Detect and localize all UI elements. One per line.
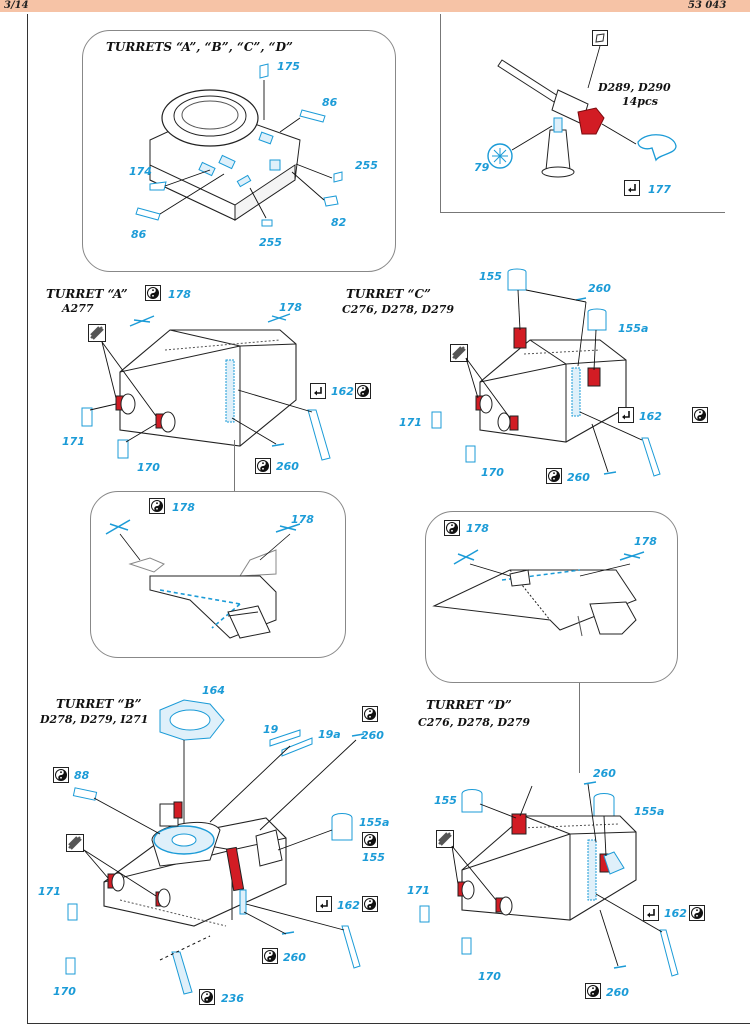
decal-sheet-icon [592,30,608,46]
turret-a-detail-connector [234,440,235,492]
turret-d-part-171: 171 [407,884,430,897]
gun-panel-divider-bottom [440,212,725,213]
part-175: 175 [277,60,300,73]
turret-b-part-88: 88 [74,769,90,782]
yin-yang-icon [149,498,165,514]
all-turrets-panel [82,30,396,272]
yin-yang-icon [444,520,460,536]
part-177: 177 [648,183,671,196]
turret-d-drawing [419,781,679,977]
turret-a-title: TURRET “A” [46,287,128,301]
turret-c-detail-178b: 178 [634,535,657,548]
bend-arrow-icon [316,896,332,912]
turret-b-part-236: 236 [221,992,244,1005]
yin-yang-icon [692,407,708,423]
turret-b-part-164: 164 [202,684,225,697]
page-number: 3/14 [4,0,29,11]
set-code: 53 043 [688,0,727,11]
turret-c-detail-drawing [432,549,645,637]
all-turrets-title: TURRETS “A”, “B”, “C”, “D” [106,40,293,54]
turret-a-part-162: 162 [331,385,354,398]
turret-a-drawing [81,313,331,461]
part-255: 255 [355,159,378,172]
part-86: 86 [322,96,338,109]
turret-b-drawing [65,699,365,995]
turret-c-detail-connector [579,683,580,773]
turret-a-detail-drawing [105,519,301,639]
yin-yang-icon [355,383,371,399]
turret-a-sub: A277 [62,302,94,315]
turret-a-part-260: 260 [276,460,299,473]
bend-arrow-icon [618,407,634,423]
part-82: 82 [331,216,347,229]
turret-a-part-171: 171 [62,435,85,448]
turret-a-detail-178b: 178 [291,513,314,526]
turret-d-part-260: 260 [593,767,616,780]
yin-yang-icon [585,983,601,999]
turret-c-part-170: 170 [481,466,504,479]
gun-drawing [487,30,677,196]
gun-panel-divider [440,14,441,212]
header-banner [0,0,750,12]
turret-c-title: TURRET “C” [346,287,431,301]
yin-yang-icon [689,905,705,921]
turret-d-part-260b: 260 [606,986,629,999]
turret-d-title: TURRET “D” [426,698,512,712]
turret-b-part-260: 260 [361,729,384,742]
all-turrets-drawing [135,63,343,227]
turret-b-part-170: 170 [53,985,76,998]
part-174: 174 [129,165,152,178]
turret-a-detail-panel [90,491,346,658]
turret-d-sub: C276, D278, D279 [418,716,531,729]
yin-yang-icon [255,458,271,474]
turret-b-title: TURRET “B” [56,697,142,711]
turret-a-part-178b: 178 [279,301,302,314]
part-255b: 255 [259,236,282,249]
turret-c-part-260b: 260 [567,471,590,484]
turret-b-sub: D278, D279, I271 [40,713,149,726]
yin-yang-icon [362,896,378,912]
part-79: 79 [474,161,490,174]
turret-a-part-178: 178 [168,288,191,301]
yin-yang-icon [546,468,562,484]
turret-d-part-155a: 155a [634,805,665,818]
turret-b-part-155a: 155a [359,816,390,829]
turret-c-part-260: 260 [588,282,611,295]
turret-b-part-171: 171 [38,885,61,898]
bend-arrow-icon [643,905,659,921]
etch-sheet-icon [66,834,84,852]
yin-yang-icon [199,989,215,1005]
turret-b-part-155: 155 [362,851,385,864]
etch-sheet-icon [450,344,468,362]
turret-c-drawing [431,268,661,477]
turret-b-part-162: 162 [337,899,360,912]
turret-c-part-171: 171 [399,416,422,429]
turret-c-sub: C276, D278, D279 [342,303,455,316]
turret-c-detail-panel [425,511,678,683]
etch-sheet-icon [436,830,454,848]
turret-c-part-162: 162 [639,410,662,423]
bend-arrow-icon [310,383,326,399]
turret-a-detail-178: 178 [172,501,195,514]
bend-arrow-icon [624,180,640,196]
turret-d-part-162: 162 [664,907,687,920]
turret-c-detail-178: 178 [466,522,489,535]
yin-yang-icon [262,948,278,964]
gun-title: D289, D290 [598,81,671,94]
turret-b-part-260b: 260 [283,951,306,964]
turret-d-part-155: 155 [434,794,457,807]
gun-qty: 14pcs [622,95,658,108]
turret-c-part-155: 155 [479,270,502,283]
etch-sheet-icon [88,324,106,342]
turret-b-part-19a: 19a [318,728,341,741]
turret-a-part-170: 170 [137,461,160,474]
turret-b-part-19: 19 [263,723,279,736]
turret-c-part-155a: 155a [618,322,649,335]
turret-d-part-170: 170 [478,970,501,983]
part-86b: 86 [131,228,147,241]
